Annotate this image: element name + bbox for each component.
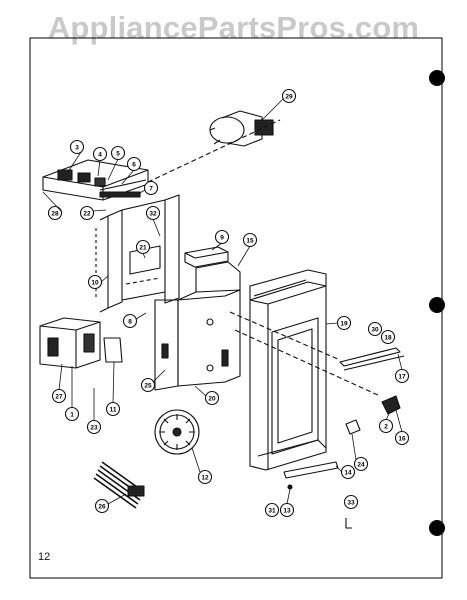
watermark: AppliancePartsPros.com <box>47 10 420 45</box>
svg-text:33: 33 <box>347 500 355 507</box>
svg-text:22: 22 <box>83 211 91 218</box>
dial-knob-part <box>154 409 200 455</box>
svg-text:2: 2 <box>384 424 388 431</box>
callout-29: 29 <box>281 88 297 104</box>
relay-part <box>103 337 123 363</box>
svg-text:15: 15 <box>246 238 254 245</box>
control-box-part <box>154 261 241 391</box>
socket-part <box>345 419 361 435</box>
callout-5: 5 <box>110 145 126 161</box>
bottom-trim-part <box>283 461 339 479</box>
leader-line <box>147 119 281 183</box>
mounting-frame-part <box>99 194 180 313</box>
svg-text:9: 9 <box>220 235 224 242</box>
svg-text:17: 17 <box>398 374 406 381</box>
callout-27: 27 <box>51 388 67 404</box>
callout-11: 11 <box>105 401 121 417</box>
callout-14: 14 <box>340 464 356 480</box>
callout-6: 6 <box>126 156 142 172</box>
callout-24: 24 <box>353 456 369 472</box>
svg-text:24: 24 <box>357 462 365 469</box>
callout-32: 32 <box>145 205 161 221</box>
callout-30: 30 <box>367 321 383 337</box>
screw-part <box>287 484 293 490</box>
page-frame <box>29 37 443 579</box>
svg-text:1: 1 <box>70 412 74 419</box>
callout-15: 15 <box>242 232 258 248</box>
clip-part <box>345 518 352 529</box>
svg-text:20: 20 <box>208 396 216 403</box>
binder-hole-bottom <box>429 520 445 536</box>
svg-text:19: 19 <box>340 321 348 328</box>
callout-23: 23 <box>86 419 102 435</box>
callout-19: 19 <box>336 315 352 331</box>
svg-text:14: 14 <box>344 470 352 477</box>
rail-part <box>339 347 405 371</box>
callout-20: 20 <box>204 390 220 406</box>
svg-text:7: 7 <box>149 186 153 193</box>
callout-28: 28 <box>47 205 63 221</box>
motor-assembly-part <box>209 110 274 147</box>
svg-text:10: 10 <box>91 280 99 287</box>
svg-text:27: 27 <box>55 394 63 401</box>
svg-text:30: 30 <box>371 327 379 334</box>
binder-hole-top <box>429 70 445 86</box>
callout-31: 31 <box>264 502 280 518</box>
svg-text:3: 3 <box>75 145 79 152</box>
svg-text:5: 5 <box>116 151 120 158</box>
door-panel-part <box>249 269 327 471</box>
callout-18: 18 <box>380 329 396 345</box>
callout-8: 8 <box>122 313 138 329</box>
bracket-bar-part <box>99 191 141 198</box>
callout-12: 12 <box>197 469 213 485</box>
svg-text:29: 29 <box>285 94 293 101</box>
callout-1: 1 <box>64 406 80 422</box>
top-block-part <box>184 246 229 268</box>
callout-17: 17 <box>394 368 410 384</box>
lamp-part <box>381 395 401 415</box>
callout-21: 21 <box>135 239 151 255</box>
callout-13: 13 <box>279 502 295 518</box>
svg-text:28: 28 <box>51 211 59 218</box>
callout-22: 22 <box>79 205 95 221</box>
side-housing-part <box>39 317 101 369</box>
binder-hole-middle <box>429 297 445 313</box>
callout-26: 26 <box>94 498 110 514</box>
svg-text:23: 23 <box>90 425 98 432</box>
svg-text:4: 4 <box>98 152 102 159</box>
svg-text:16: 16 <box>398 436 406 443</box>
callout-4: 4 <box>92 146 108 162</box>
svg-text:13: 13 <box>283 508 291 515</box>
leader-lines <box>42 98 403 505</box>
svg-text:26: 26 <box>98 504 106 511</box>
svg-text:25: 25 <box>144 383 152 390</box>
callout-9: 9 <box>214 229 230 245</box>
svg-text:18: 18 <box>384 335 392 342</box>
callout-10: 10 <box>87 274 103 290</box>
callout-25: 25 <box>140 377 156 393</box>
svg-text:32: 32 <box>149 211 157 218</box>
page-number: 12 <box>38 551 51 563</box>
svg-text:21: 21 <box>139 245 147 252</box>
callout-3: 3 <box>69 139 85 155</box>
svg-text:6: 6 <box>132 162 136 169</box>
wire-harness-part <box>93 461 145 509</box>
svg-text:31: 31 <box>268 508 276 515</box>
callout-2: 2 <box>378 418 394 434</box>
svg-text:8: 8 <box>128 319 132 326</box>
callout-16: 16 <box>394 430 410 446</box>
callout-33: 33 <box>343 494 359 510</box>
svg-text:11: 11 <box>110 407 117 414</box>
callout-7: 7 <box>143 180 159 196</box>
svg-text:12: 12 <box>201 475 209 482</box>
